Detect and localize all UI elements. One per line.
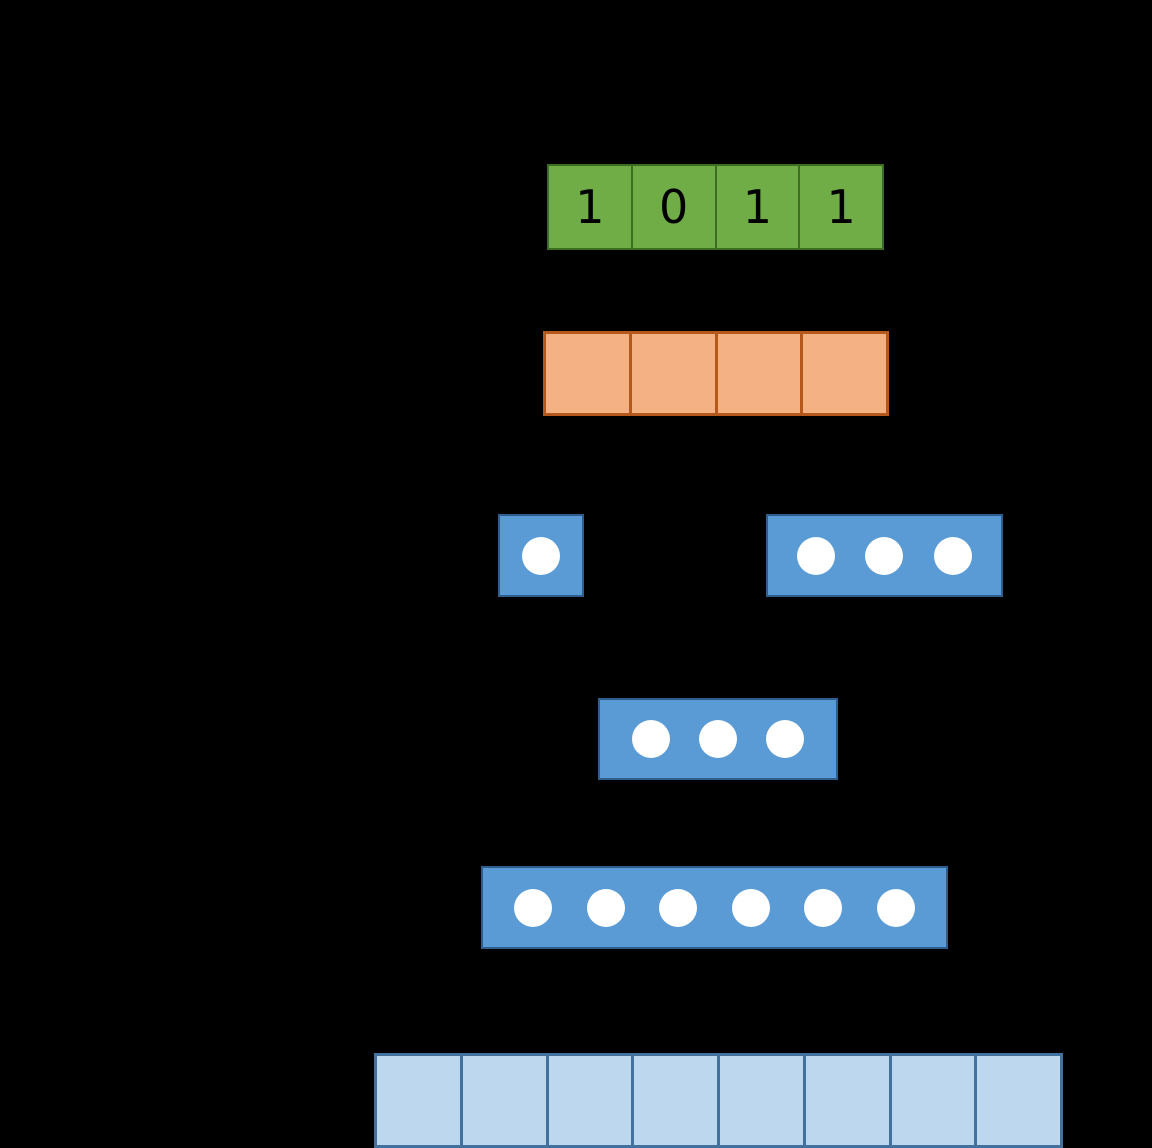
neuron-circle bbox=[876, 888, 915, 927]
input-cell bbox=[377, 1056, 463, 1145]
output-bit-cell: 1 bbox=[716, 166, 801, 248]
threshold-cell bbox=[546, 334, 632, 413]
input-cell bbox=[720, 1056, 806, 1145]
output-bits-row: 1 0 1 1 bbox=[547, 164, 884, 250]
input-cell bbox=[462, 1056, 549, 1145]
neuron-circle bbox=[514, 888, 553, 927]
neuron-circle bbox=[804, 888, 843, 927]
threshold-row bbox=[543, 331, 889, 416]
neuron-circle bbox=[797, 536, 836, 575]
input-cells-row bbox=[374, 1053, 1063, 1148]
input-cell bbox=[634, 1056, 720, 1145]
input-cell bbox=[805, 1056, 892, 1145]
neuron-circle bbox=[632, 720, 671, 758]
threshold-cell bbox=[803, 334, 886, 413]
split-layer-left-box bbox=[498, 514, 584, 597]
neuron-circle bbox=[765, 720, 804, 758]
neuron-circle bbox=[933, 536, 972, 575]
input-cell bbox=[548, 1056, 635, 1145]
neuron-circle bbox=[586, 888, 625, 927]
output-bit-cell: 1 bbox=[800, 166, 882, 248]
neuron-circle bbox=[865, 536, 904, 575]
neuron-circle bbox=[659, 888, 698, 927]
hidden-layer-1-box bbox=[481, 866, 948, 949]
hidden-layer-2-box bbox=[598, 698, 838, 780]
threshold-cell bbox=[717, 334, 804, 413]
neuron-circle bbox=[731, 888, 770, 927]
input-cell bbox=[891, 1056, 978, 1145]
neuron-circle bbox=[522, 536, 560, 575]
output-bit-cell: 1 bbox=[549, 166, 633, 248]
split-layer-right-box bbox=[766, 514, 1003, 597]
neuron-circle bbox=[698, 720, 737, 758]
output-bit-cell: 0 bbox=[632, 166, 717, 248]
input-cell bbox=[977, 1056, 1060, 1145]
threshold-cell bbox=[631, 334, 718, 413]
